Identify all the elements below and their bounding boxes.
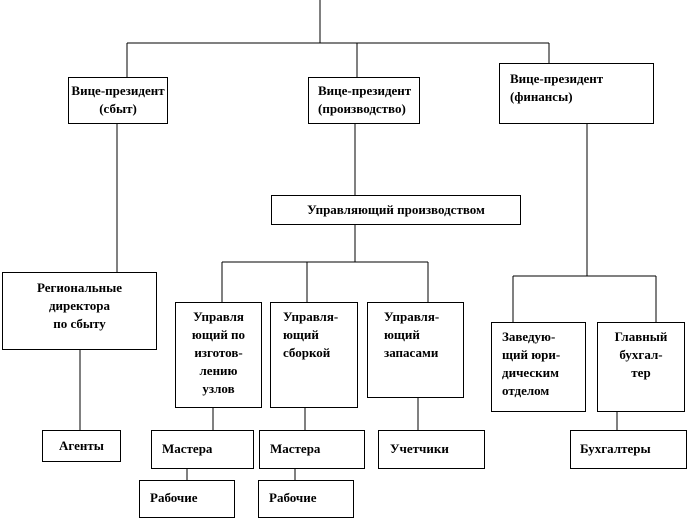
- accountants-box: Бухгалтеры: [570, 430, 687, 469]
- assembly-manager-box: Управля- ющий сборкой: [270, 302, 358, 408]
- chief-accountant-box: Главный бухгал- тер: [597, 322, 685, 412]
- foremen-box-1: Мастера: [151, 430, 254, 469]
- components-manager-box: Управля ющий по изготов- лению узлов: [175, 302, 262, 408]
- agents-box: Агенты: [42, 430, 121, 462]
- workers-box-1: Рабочие: [139, 480, 235, 518]
- vp-finance-box: Вице-президент (финансы): [499, 63, 654, 124]
- production-manager-box: Управляющий производством: [271, 195, 521, 225]
- inventory-manager-box: Управля- ющий запасами: [367, 302, 464, 398]
- vp-production-box: Вице-президент (производство): [308, 77, 420, 124]
- foremen-box-2: Мастера: [259, 430, 365, 469]
- tally-clerks-box: Учетчики: [378, 430, 485, 469]
- vp-sales-box: Вице-президент (сбыт): [68, 77, 168, 124]
- workers-box-2: Рабочие: [258, 480, 354, 518]
- regional-directors-box: Региональные директора по сбыту: [2, 272, 157, 350]
- legal-head-box: Заведую- щий юри- дическим отделом: [491, 322, 586, 412]
